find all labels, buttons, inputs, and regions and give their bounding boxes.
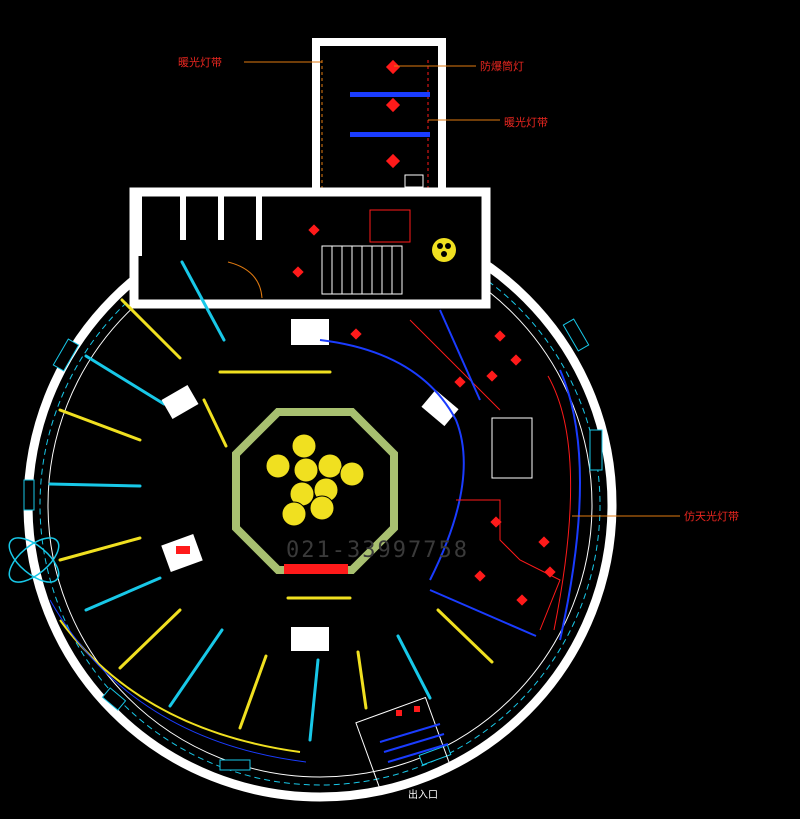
- staircase: [321, 245, 403, 295]
- red-fixtures: [292, 224, 556, 606]
- radial-fixtures: [48, 260, 494, 742]
- label-wall-light-strip-right: 暖光灯带: [504, 116, 548, 129]
- entrance-canopy: [355, 696, 451, 792]
- right-rooms: [319, 309, 581, 641]
- blue-strip-left: [49, 599, 307, 763]
- upper-annex: [312, 38, 446, 196]
- label-explosion-proof-light: 防爆筒灯: [480, 60, 524, 73]
- fan-light: [432, 238, 456, 262]
- corridor-block: [129, 187, 491, 309]
- decorative-shape: [8, 537, 60, 583]
- watermark: 021-33997758: [286, 538, 469, 563]
- label-exit: 出入口: [408, 790, 438, 801]
- octagon-platform: [232, 408, 398, 574]
- display-cases: [161, 319, 459, 651]
- label-wall-light-strip-top: 暖光灯带: [178, 56, 222, 69]
- leader-lines: [244, 61, 680, 517]
- label-skylight-strip: 仿天光灯带: [684, 510, 739, 523]
